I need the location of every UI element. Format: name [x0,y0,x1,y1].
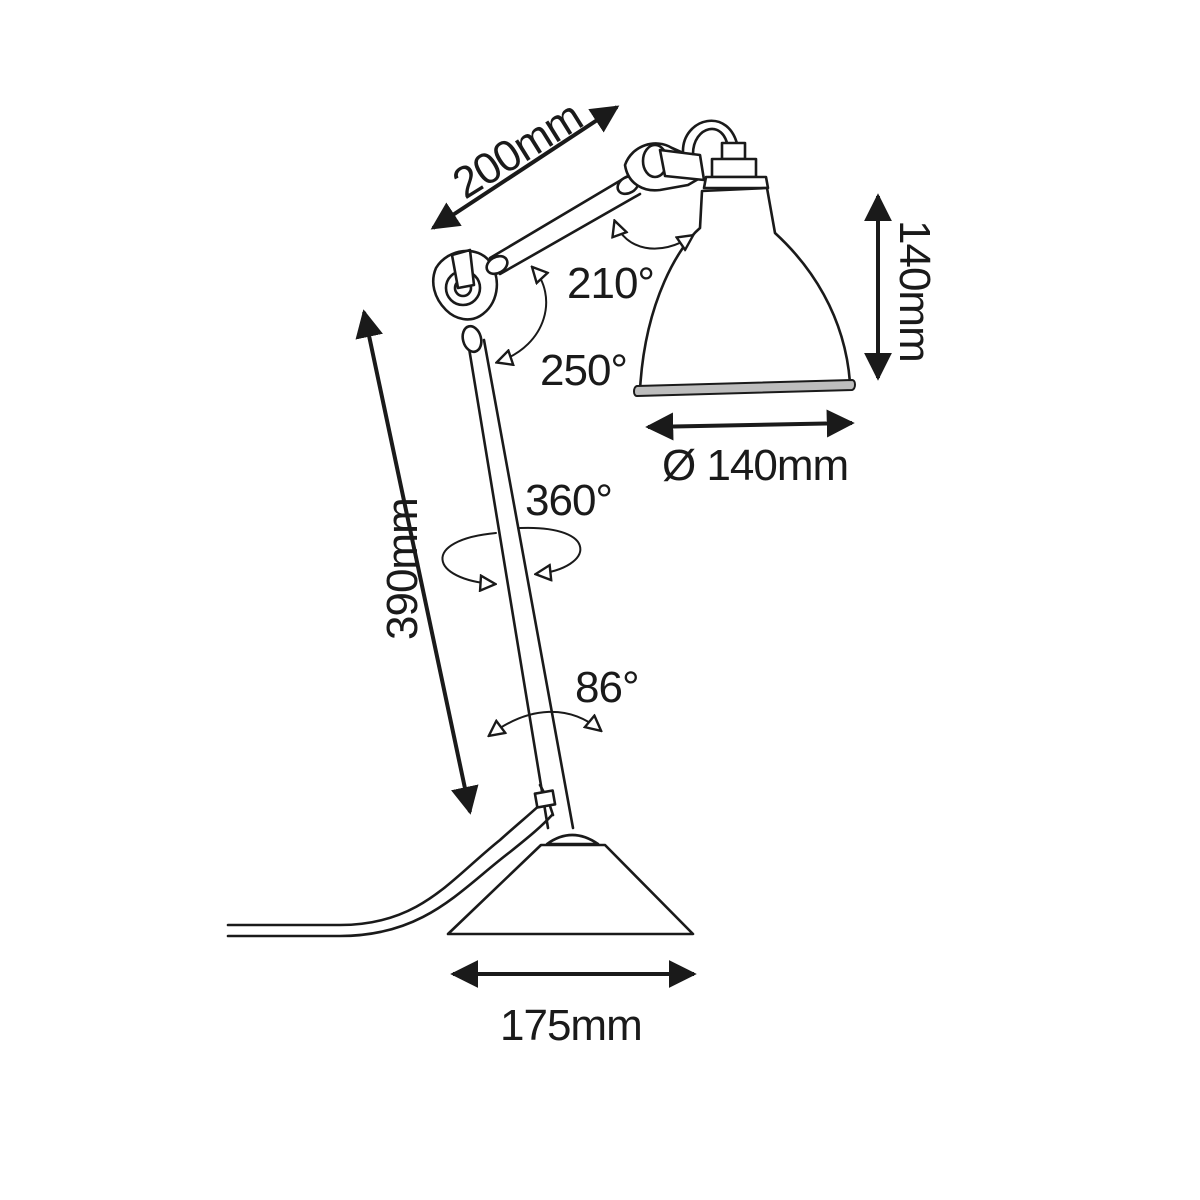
base-width-label: 175mm [500,1001,642,1050]
lamp-shade [633,186,856,398]
stem-height-label: 390mm [378,498,427,640]
shade-height-label: 140mm [890,220,939,362]
angle-stem-tilt: 86° [490,663,640,735]
lamp-base [446,833,695,936]
angle-arm-rotation: 250° [498,268,628,395]
dimension-stem-height: 390mm [355,309,479,815]
dimension-arm-length: 200mm [430,92,620,230]
stem-tilt-label: 86° [575,663,639,712]
shade-socket [681,119,770,190]
arm-rotation-label: 250° [540,346,627,395]
shade-rotation-label: 210° [567,259,654,308]
angle-shade-rotation: 210° [567,222,692,308]
power-cable [226,798,554,938]
dimension-shade-diameter: Ø 140mm [645,409,855,490]
dimension-shade-height: 140mm [864,193,939,381]
angle-stem-swivel: 360° [441,476,613,584]
arm-length-label: 200mm [444,92,590,209]
shade-diameter-label: Ø 140mm [662,441,848,490]
upper-joint [623,142,706,192]
dimension-base-width: 175mm [450,960,697,1050]
lamp-stem [466,338,575,830]
stem-swivel-label: 360° [525,476,612,525]
